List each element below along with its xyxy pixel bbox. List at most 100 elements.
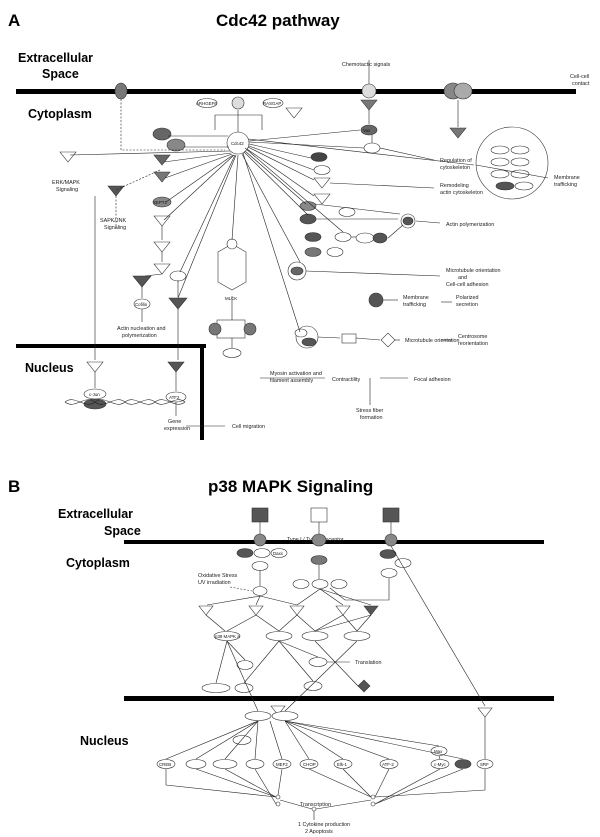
- receptor-3: [384, 533, 398, 547]
- node-mek: [153, 241, 171, 253]
- node-wip: [372, 232, 388, 244]
- panel-b-letter: B: [8, 477, 20, 496]
- hub-complex-frame: [214, 114, 263, 130]
- annot-oxidative: Oxidative Stress: [198, 573, 238, 579]
- gpcr-node: [361, 83, 377, 99]
- node-par-polarity: [368, 292, 384, 308]
- annot-outcome-1: 1 Cytokine production: [298, 822, 350, 828]
- annot-membrane-traffic-2: Membrane: [403, 295, 429, 301]
- transcription-dot-4: [370, 801, 376, 807]
- node-hsp27: [234, 683, 254, 693]
- node-mkk3: [248, 605, 264, 616]
- node-atf2-b: [379, 759, 399, 769]
- node-atf1: [245, 759, 265, 769]
- node-gprotein: [360, 99, 378, 111]
- node-mapkapk2: [201, 683, 231, 693]
- annot-regulation-2: cytoskeleton: [440, 165, 470, 171]
- node-sept2-label: SEPT2: [153, 200, 167, 205]
- exocyst-cluster: [475, 126, 549, 200]
- node-p38-nuc-a: [244, 711, 272, 721]
- panel-a-nuclear-membrane-v: [200, 344, 204, 440]
- sec-node-8: [514, 181, 534, 191]
- node-p38b: [265, 631, 293, 641]
- node-gsk: [341, 333, 357, 344]
- transcription-dot-1: [275, 794, 281, 800]
- annot-myosin: Myosin activation and: [270, 371, 322, 377]
- receptor-2: [311, 533, 327, 547]
- node-creb-label: CREB: [159, 762, 171, 767]
- node-mef2: [272, 759, 292, 769]
- panel-b-region-cytoplasm: Cytoplasm: [66, 556, 130, 570]
- node-catenin: [449, 127, 467, 139]
- annot-centrosome: Centrosome: [458, 334, 487, 340]
- panel-b-nuclear-membrane: [124, 696, 554, 701]
- annot-gene-expression: Gene: [168, 419, 181, 425]
- node-par6: [294, 328, 308, 338]
- annot-oxidative-2: UV irradiation: [198, 580, 231, 586]
- node-wasp: [402, 216, 414, 226]
- annot-outcome-2: 2 Apoptosis: [305, 829, 333, 835]
- node-traf2: [251, 561, 269, 571]
- transcription-dot-3: [370, 794, 376, 800]
- receptor-1: [253, 533, 267, 547]
- panel-a-region-extracellular-2: Space: [42, 67, 79, 81]
- annot-remodeling: Remodeling: [440, 183, 469, 189]
- node-traf6: [380, 568, 398, 578]
- node-irsp53: [299, 201, 317, 211]
- node-exchanger: [363, 142, 381, 154]
- node-p38-nuc-b: [271, 711, 299, 721]
- ligand-tgfb-2: [310, 507, 328, 523]
- node-rasgap-label: RASGAP: [263, 101, 281, 106]
- node-msk-nuc: [232, 735, 252, 745]
- node-max-label: Max: [434, 749, 443, 754]
- node-sept2: [152, 196, 172, 208]
- panel-a-title: Cdc42 pathway: [216, 11, 340, 30]
- panel-b-region-nucleus: Nucleus: [80, 734, 129, 748]
- panel-b: B p38 MAPK Signaling Extracellular Space…: [8, 477, 554, 835]
- node-stat1: [454, 759, 472, 769]
- node-arhgef6: [196, 98, 218, 108]
- node-toca: [334, 232, 352, 242]
- node-was: [355, 232, 375, 244]
- node-mkk-nuclear: [270, 705, 286, 716]
- node-daxx: [270, 548, 288, 558]
- panel-a: A Cdc42 pathway Extracellular Space Cyto…: [8, 11, 590, 440]
- node-fadd: [253, 548, 271, 558]
- annot-myosin-2: filament assembly: [270, 378, 313, 384]
- node-chop-label: CHOP: [303, 762, 316, 767]
- node-chop: [299, 759, 319, 769]
- node-ack1: [285, 107, 303, 119]
- panel-b-region-extracellular-1: Extracellular: [58, 507, 133, 521]
- node-iqgap-inner: [290, 266, 304, 276]
- annot-sapk-2: Signaling: [104, 225, 126, 231]
- annot-chemotactic: Chemotactic signals: [342, 62, 391, 68]
- node-arp: [338, 207, 356, 217]
- annot-actin-poly: Actin polymerization: [446, 222, 494, 228]
- panel-b-region-extracellular-2: Space: [104, 524, 141, 538]
- node-p38a: [213, 631, 241, 641]
- node-cjun-label: c-Jun: [89, 392, 100, 397]
- annot-membrane-traffic-1: Membrane: [554, 175, 580, 181]
- node-mlc-2: [243, 322, 257, 336]
- node-clip-a: [304, 247, 322, 257]
- node-mkk4: [289, 605, 305, 616]
- annot-sapk: SAPK/JNK: [100, 218, 126, 224]
- node-kinase-b: [313, 193, 331, 205]
- annot-translation: Translation: [355, 660, 381, 666]
- annot-cell-contact-2: contact: [572, 81, 590, 87]
- node-msk1: [303, 681, 323, 691]
- annot-transcription: Transcription: [300, 802, 331, 808]
- node-p38: [168, 297, 188, 310]
- annot-actin-nucleation: Actin nucleation and: [117, 326, 166, 332]
- annot-actin-nucleation-2: polymerization: [122, 333, 157, 339]
- node-mlck-top: [226, 238, 238, 250]
- node-myosin: [222, 348, 242, 358]
- node-kinase-a: [313, 177, 331, 189]
- annot-microtubule-cell-2: and: [458, 275, 467, 281]
- node-vav-label: Vav: [363, 128, 371, 133]
- node-cofilin-label: Cofilin: [135, 302, 148, 307]
- node-p21: [313, 165, 331, 175]
- annot-polarized-2: secretion: [456, 302, 478, 308]
- sec-node-5: [490, 169, 510, 179]
- cadherin-node-2: [453, 82, 473, 100]
